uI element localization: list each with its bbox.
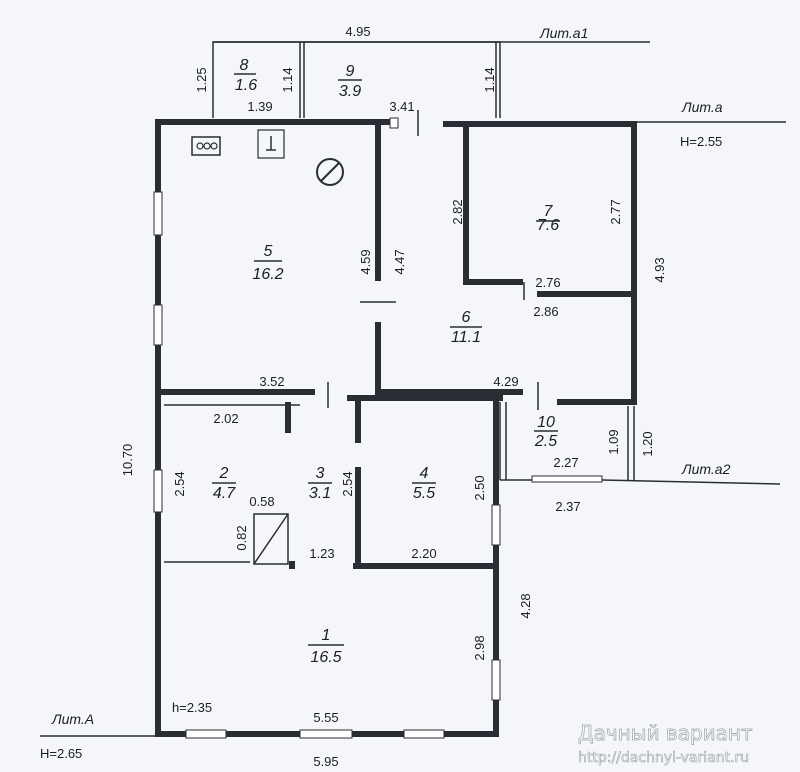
label-lit-a1: Лит.а1 <box>539 25 588 41</box>
label-height-A: H=2.65 <box>40 746 82 761</box>
dim-2-27: 2.27 <box>553 455 578 470</box>
dim-1-20: 1.20 <box>640 431 655 456</box>
watermark-url: http://dachnyi-variant.ru <box>578 750 749 766</box>
room-4-area: 5.5 <box>413 485 435 502</box>
dim-5-95: 5.95 <box>313 754 338 769</box>
watermark: Дачный вариант http://dachnyi-variant.ru <box>578 721 754 767</box>
dim-4-47: 4.47 <box>392 249 407 274</box>
dimensions: 4.95 1.25 1.14 1.14 1.39 3.41 2.82 2.77 … <box>120 24 667 769</box>
room-5-area: 16.2 <box>252 266 283 283</box>
dim-2-20: 2.20 <box>411 546 436 561</box>
room-2-number: 2 <box>219 465 229 482</box>
boiler-icon <box>316 158 344 186</box>
room-9-area: 3.9 <box>339 83 361 100</box>
dim-3-41: 3.41 <box>389 99 414 114</box>
window-bottom-2 <box>299 729 353 739</box>
label-height-a: H=2.55 <box>680 134 722 149</box>
watermark-title: Дачный вариант <box>578 721 753 745</box>
label-lit-a: Лит.а <box>681 99 723 115</box>
room-1-area: 16.5 <box>310 649 341 666</box>
label-lit-A: Лит.А <box>51 711 94 727</box>
window-annex-a2 <box>531 475 603 483</box>
dim-4-95: 4.95 <box>345 24 370 39</box>
label-lit-a2: Лит.а2 <box>681 461 731 477</box>
outer-walls <box>155 119 637 737</box>
dim-3-52: 3.52 <box>259 374 284 389</box>
room-3-area: 3.1 <box>309 485 331 502</box>
room-7-area: 7.6 <box>537 217 559 234</box>
window-left-1 <box>153 191 163 236</box>
room-6-area: 11.1 <box>451 329 481 346</box>
door-marks <box>327 110 539 410</box>
dim-1-14-b: 1.14 <box>482 67 497 92</box>
dim-2-77: 2.77 <box>608 199 623 224</box>
window-right-2 <box>491 659 501 701</box>
room-8-area: 1.6 <box>235 77 257 94</box>
dim-2-02: 2.02 <box>213 411 238 426</box>
room-labels: 8 1.6 9 3.9 5 16.2 7 7.6 6 11.1 10 2.5 2… <box>212 57 560 666</box>
window-bottom-3 <box>403 729 445 739</box>
dim-1-25: 1.25 <box>194 67 209 92</box>
structure-labels: Лит.а1 Лит.а H=2.55 Лит.а2 Лит.А H=2.65 … <box>40 25 786 761</box>
dim-10-70: 10.70 <box>120 444 135 477</box>
room-3-number: 3 <box>316 465 325 482</box>
window-top-door <box>389 117 399 129</box>
dim-4-29: 4.29 <box>493 374 518 389</box>
fixtures <box>191 129 344 565</box>
sink-icon <box>257 129 285 159</box>
dim-2-82: 2.82 <box>450 199 465 224</box>
stove-icon <box>191 136 221 156</box>
staircase-icon <box>253 513 289 565</box>
room-1-number: 1 <box>322 627 331 644</box>
room-10-number: 10 <box>537 414 555 431</box>
dim-2-54-b: 2.54 <box>340 471 355 496</box>
room-7-number: 7 <box>544 203 554 220</box>
room-5-number: 5 <box>264 243 273 260</box>
annex-a1-walls <box>212 41 650 118</box>
room-10-area: 2.5 <box>534 433 557 450</box>
dim-4-59: 4.59 <box>358 249 373 274</box>
dim-2-54-a: 2.54 <box>172 471 187 496</box>
dim-2-98: 2.98 <box>472 635 487 660</box>
dim-1-14-a: 1.14 <box>280 67 295 92</box>
room-9-number: 9 <box>346 63 355 80</box>
dim-4-93: 4.93 <box>652 257 667 282</box>
inner-walls <box>155 125 781 569</box>
dim-2-86: 2.86 <box>533 304 558 319</box>
room-8-number: 8 <box>240 57 249 74</box>
dim-1-23: 1.23 <box>309 546 334 561</box>
window-right-1 <box>491 504 501 546</box>
dim-4-28: 4.28 <box>518 593 533 618</box>
dim-1-39: 1.39 <box>247 99 272 114</box>
dim-1-09: 1.09 <box>606 429 621 454</box>
room-6-number: 6 <box>462 309 471 326</box>
label-h-room1: h=2.35 <box>172 700 212 715</box>
dim-5-55: 5.55 <box>313 710 338 725</box>
dim-0-82: 0.82 <box>234 525 249 550</box>
windows <box>153 117 603 739</box>
window-left-3 <box>153 469 163 513</box>
window-bottom-1 <box>185 729 227 739</box>
dim-2-37: 2.37 <box>555 499 580 514</box>
dim-2-50: 2.50 <box>472 475 487 500</box>
room-4-number: 4 <box>420 465 429 482</box>
room-2-area: 4.7 <box>213 485 236 502</box>
dim-2-76: 2.76 <box>535 275 560 290</box>
window-left-2 <box>153 304 163 346</box>
dim-0-58: 0.58 <box>249 494 274 509</box>
